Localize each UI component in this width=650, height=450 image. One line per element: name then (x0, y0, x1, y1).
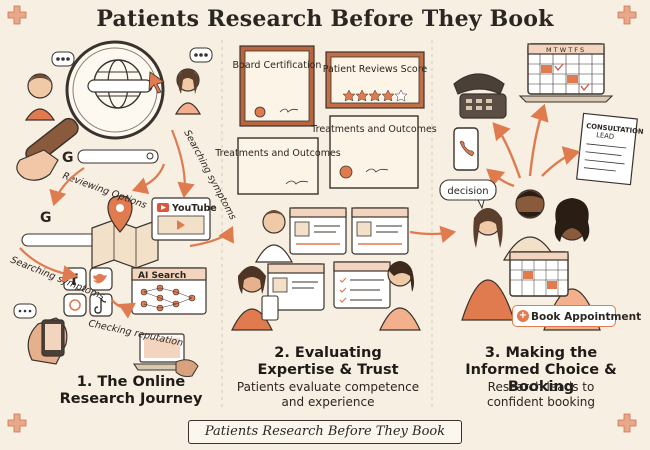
section3-desc-line2: confident booking (486, 395, 596, 409)
magnifier-globe-icon (16, 40, 165, 181)
certificate-outcomes-right (329, 115, 419, 189)
youtube-window (151, 197, 211, 241)
page-title: Patients Research Before They Book (96, 6, 554, 32)
flow-arrow (486, 103, 581, 188)
flow-arrow (19, 129, 234, 319)
section3-description: Research leads to confident booking (456, 380, 626, 410)
section3-heading: 3. Making the Informed Choice & Booking (436, 345, 646, 396)
youtube-label: YouTube (171, 203, 217, 214)
svg-text:G: G (40, 210, 52, 226)
laptop-calendar-icon (518, 43, 614, 103)
certificate-reviews (325, 51, 425, 109)
chat-bubble-icon (51, 47, 213, 67)
tablet-calendar (509, 251, 569, 297)
certificate-outcomes-left (237, 137, 319, 195)
map-pin-icon (91, 195, 159, 269)
section1-heading: 1. The Online Research Journey (46, 374, 216, 408)
calendar-days-header: M T W T F S (546, 46, 584, 54)
section2-heading: 2. Evaluating Expertise & Trust (238, 345, 418, 379)
book-appointment-button[interactable]: + Book Appointment (512, 305, 641, 327)
svg-text:G: G (62, 150, 74, 166)
chat-bubble-icon (13, 303, 37, 319)
footer-banner: Patients Research Before They Book (188, 420, 462, 444)
doctor-figure (255, 210, 293, 263)
section3-heading-line1: 3. Making the (484, 345, 598, 361)
certificate-board-title: Board Certification (233, 60, 322, 71)
patient-figure (379, 261, 421, 331)
corner-cross-icon (7, 5, 637, 433)
phone-in-hand-icon (27, 317, 68, 365)
patient-figure (231, 266, 279, 331)
certificate-reviews-title: Patient Reviews Score (323, 64, 428, 75)
section3-heading-line2: Informed Choice & Booking (465, 362, 617, 395)
section2-description: Patients evaluate competence and experie… (226, 380, 430, 410)
section1-heading-line2: Research Journey (59, 391, 203, 407)
section3-desc-line1: Research leads to (487, 380, 595, 394)
section2-heading-line2: Expertise & Trust (257, 362, 399, 378)
ai-search-label: AI Search (138, 271, 186, 281)
family-group (461, 189, 601, 331)
decision-label: decision (447, 186, 488, 197)
desk-phone-icon (453, 73, 507, 119)
certificate-outcomes-right-title: Treatments and Outcomes (310, 124, 437, 135)
ai-search-panel (131, 267, 207, 315)
plus-icon: + (517, 310, 529, 322)
section2-desc-line1: Patients evaluate competence (236, 380, 420, 394)
certificate-board (239, 45, 315, 127)
laptop-icon (132, 333, 199, 377)
avatar (24, 68, 202, 121)
flow-arrow (409, 225, 457, 244)
certificate-outcomes-left-title: Treatments and Outcomes (214, 148, 341, 159)
book-appointment-label: Book Appointment (531, 311, 642, 323)
decision-bubble (439, 179, 497, 210)
section2-desc-line2: and experience (281, 395, 375, 409)
section1-heading-line1: 1. The Online (76, 374, 186, 390)
consultation-subtitle: LEAD (596, 131, 615, 141)
mobile-phone-icon (453, 127, 479, 171)
star-rating-icon (342, 89, 408, 102)
doctor-profile-cards (267, 207, 409, 311)
section2-heading-line1: 2. Evaluating (274, 345, 382, 361)
consultation-document (576, 112, 638, 186)
